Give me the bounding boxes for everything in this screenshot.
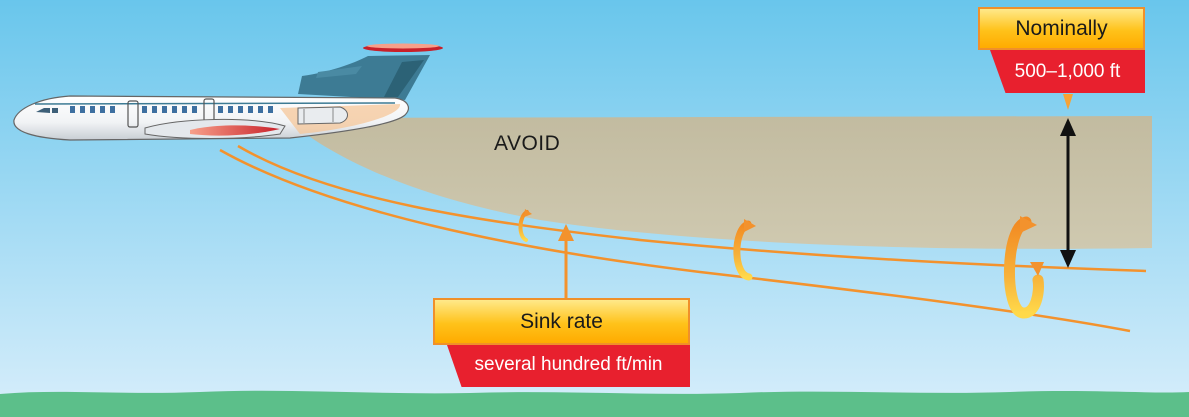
avoid-zone (285, 116, 1152, 249)
wake-vortex-icon (733, 219, 756, 281)
airplane-icon (13, 43, 443, 141)
nominal-value-label: 500–1,000 ft (990, 50, 1145, 93)
nominal-title-label: Nominally (978, 7, 1145, 50)
ground (0, 390, 1189, 417)
avoid-label: AVOID (494, 132, 561, 155)
altitude-double-arrow-icon (1060, 118, 1076, 268)
sink-rate-title-label: Sink rate (433, 298, 690, 345)
sink-arrow-icon (558, 224, 574, 298)
sink-rate-value-label: several hundred ft/min (447, 345, 690, 387)
wake-vortex-icon (1004, 216, 1044, 319)
callout-pointer (1063, 94, 1073, 110)
wake-vortex-icon (518, 209, 532, 242)
